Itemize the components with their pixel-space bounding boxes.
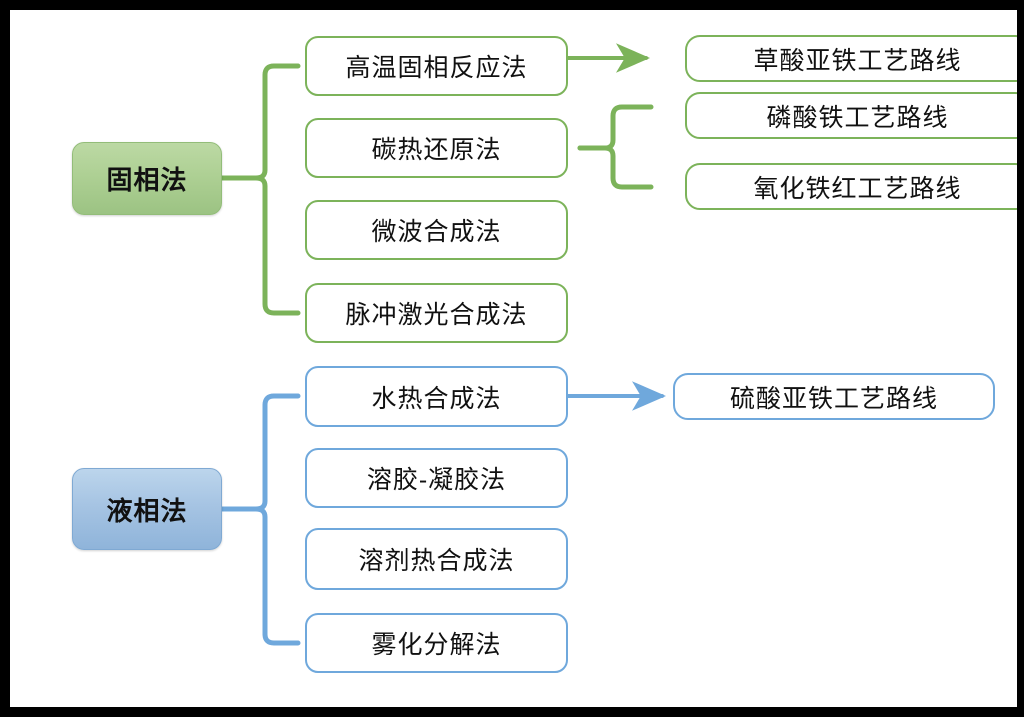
method-node-high-temp-solid-state-label: 高温固相反应法	[345, 54, 528, 82]
method-node-microwave-synthesis-label: 微波合成法	[371, 218, 502, 246]
root-node-liquid-phase[interactable]: 液相法	[72, 468, 222, 550]
route-node-ferrous-sulfate[interactable]: 硫酸亚铁工艺路线	[673, 373, 995, 420]
method-node-hydrothermal-synthesis-label: 水热合成法	[371, 384, 502, 413]
method-node-pulsed-laser-synthesis-label: 脉冲激光合成法	[345, 301, 528, 329]
route-node-ferrous-oxalate[interactable]: 草酸亚铁工艺路线	[685, 35, 1017, 82]
brace-liquid-phase-to-methods	[219, 393, 301, 646]
brace-carbothermal-to-routes	[577, 104, 654, 190]
method-node-sol-gel[interactable]: 溶胶-凝胶法	[305, 448, 568, 508]
method-node-carbothermal-reduction-label: 碳热还原法	[371, 136, 502, 164]
route-node-iron-phosphate[interactable]: 磷酸铁工艺路线	[685, 92, 1017, 139]
root-node-solid-phase-label: 固相法	[106, 165, 188, 195]
root-node-liquid-phase-label: 液相法	[106, 495, 188, 526]
route-node-iron-oxide-red-label: 氧化铁红工艺路线	[753, 174, 962, 203]
route-node-ferrous-sulfate-label: 硫酸亚铁工艺路线	[729, 384, 938, 413]
route-node-iron-phosphate-label: 磷酸铁工艺路线	[766, 103, 949, 132]
method-node-spray-decomposition[interactable]: 雾化分解法	[305, 613, 568, 673]
method-node-pulsed-laser-synthesis[interactable]: 脉冲激光合成法	[305, 283, 568, 343]
brace-solid-phase-to-methods	[219, 63, 301, 316]
diagram-canvas: 固相法 高温固相反应法 碳热还原法 微波合成法 脉冲激光合成法 草酸亚铁工艺路线…	[10, 10, 1017, 707]
method-node-carbothermal-reduction[interactable]: 碳热还原法	[305, 118, 568, 178]
method-node-high-temp-solid-state[interactable]: 高温固相反应法	[305, 36, 568, 96]
method-node-spray-decomposition-label: 雾化分解法	[371, 631, 502, 659]
root-node-solid-phase[interactable]: 固相法	[72, 142, 222, 215]
method-node-solvothermal-synthesis-label: 溶剂热合成法	[358, 547, 515, 575]
route-node-iron-oxide-red[interactable]: 氧化铁红工艺路线	[685, 163, 1017, 210]
method-node-solvothermal-synthesis[interactable]: 溶剂热合成法	[305, 528, 568, 590]
method-node-sol-gel-label: 溶胶-凝胶法	[366, 466, 507, 494]
method-node-hydrothermal-synthesis[interactable]: 水热合成法	[305, 366, 568, 427]
method-node-microwave-synthesis[interactable]: 微波合成法	[305, 200, 568, 260]
route-node-ferrous-oxalate-label: 草酸亚铁工艺路线	[753, 46, 962, 75]
